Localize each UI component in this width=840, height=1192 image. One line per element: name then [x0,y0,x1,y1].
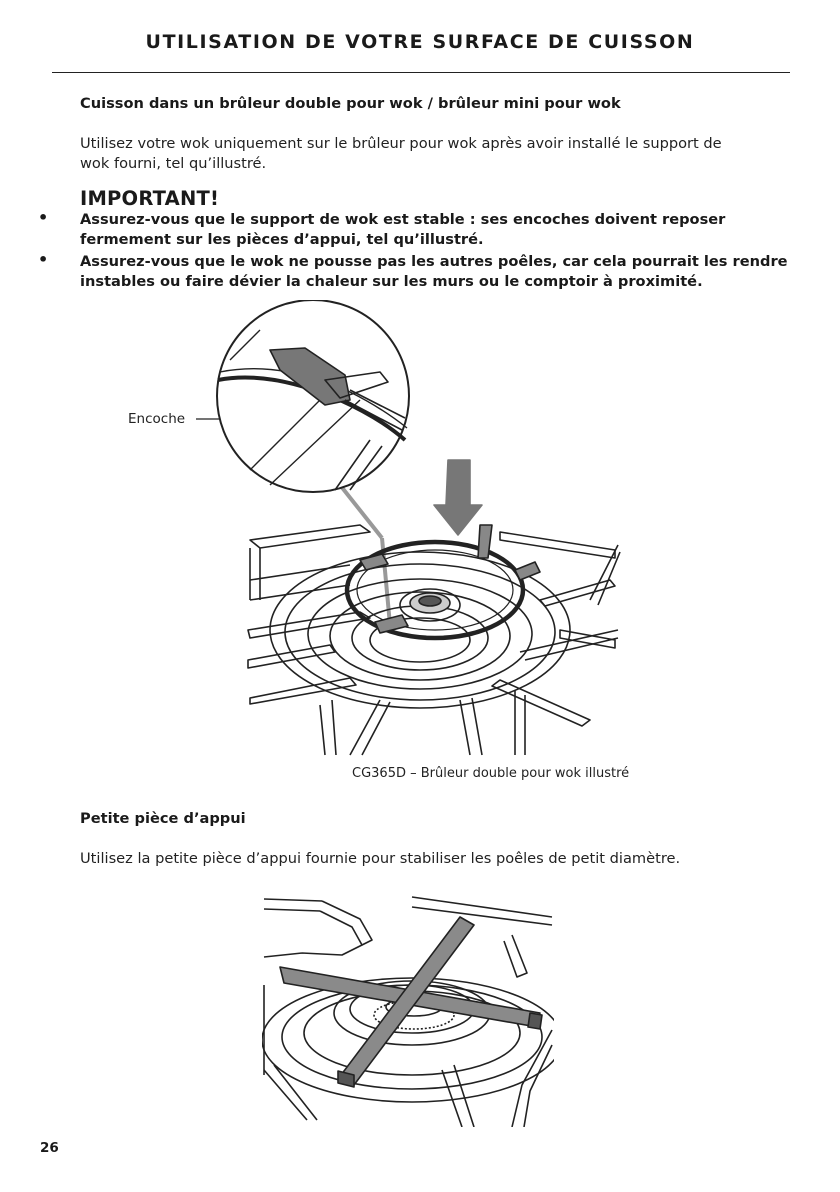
important-heading: IMPORTANT! [80,187,220,210]
figure-label-encoche: Encoche [128,411,186,427]
bullet-1-line2: fermement sur les pièces d’appui, tel qu… [80,231,484,248]
figure-caption-wok: CG365D – Brûleur double pour wok illustr… [352,766,630,781]
page-title: UTILISATION DE VOTRE SURFACE DE CUISSON [145,31,695,53]
bullet-dot: • [38,208,49,227]
bullet-1-line1: Assurez-vous que le support de wok est s… [80,211,726,228]
paragraph-wok-line2: wok fourni, tel qu’illustré. [80,155,267,172]
section-heading-petite-piece: Petite pièce d’appui [80,810,246,827]
bullet-2-line1: Assurez-vous que le wok ne pousse pas le… [80,253,788,270]
section-heading-wok: Cuisson dans un brûleur double pour wok … [80,95,621,112]
bullet-dot: • [38,250,49,269]
page-number: 26 [40,1140,59,1156]
small-support-illustration [262,896,554,1127]
bullet-2-line2: instables ou faire dévier la chaleur sur… [80,273,703,290]
paragraph-wok-line1: Utilisez votre wok uniquement sur le brû… [80,135,722,152]
header-divider [52,72,790,73]
paragraph-petite-piece: Utilisez la petite pièce d’appui fournie… [80,850,681,867]
wok-burner-illustration [196,300,621,756]
